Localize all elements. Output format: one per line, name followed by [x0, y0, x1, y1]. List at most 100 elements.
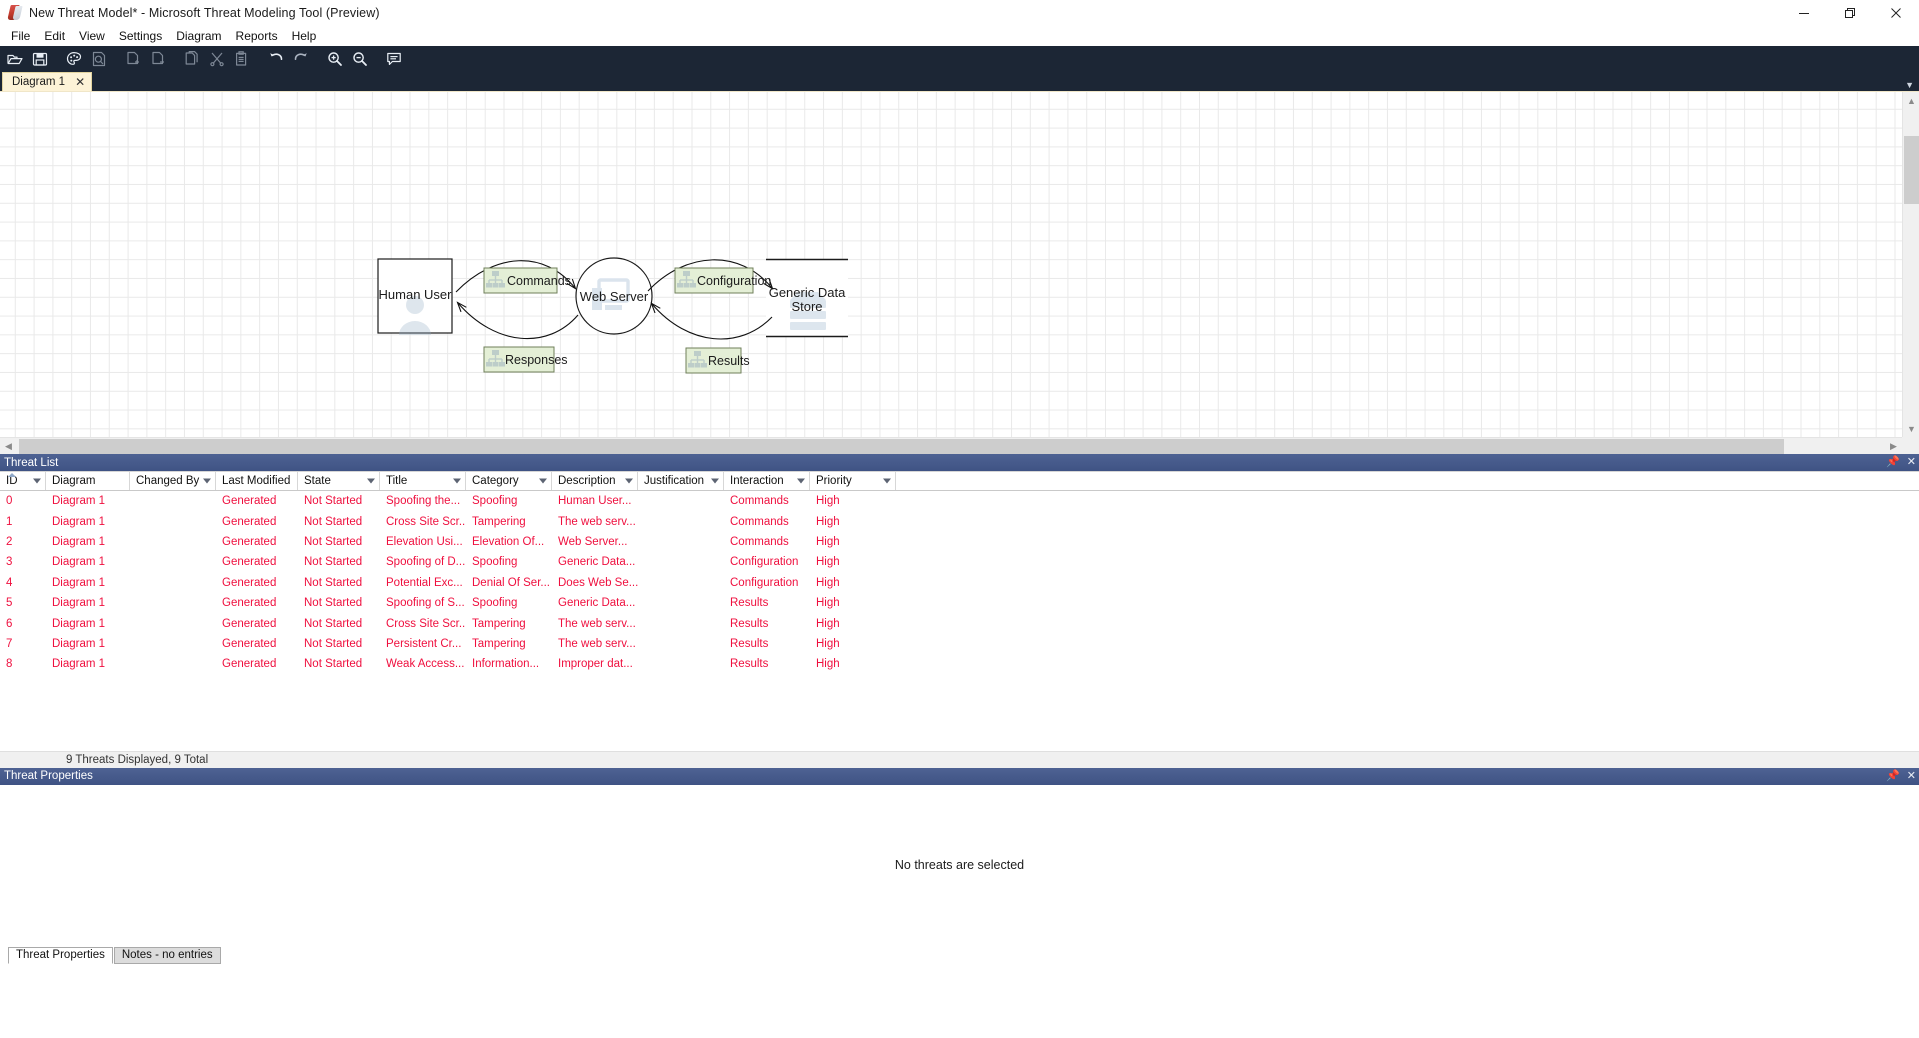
column-header-changed_by[interactable]: Changed By — [130, 472, 216, 490]
dataflow-label-commands[interactable]: Commands — [483, 267, 571, 294]
column-header-justification[interactable]: Justification — [638, 472, 724, 490]
copy-diagram-icon[interactable] — [180, 47, 204, 71]
filter-dropdown-icon[interactable] — [797, 478, 805, 484]
diagram-node-generic-data-store[interactable]: Generic Data Store — [766, 258, 848, 338]
threat-list-status: 9 Threats Displayed, 9 Total — [0, 750, 1919, 768]
column-header-category[interactable]: Category — [466, 472, 552, 490]
column-header-description[interactable]: Description — [552, 472, 638, 490]
diagram-node-web-server[interactable]: Web Server — [575, 257, 653, 335]
cell-title: Cross Site Scr... — [386, 617, 466, 630]
open-folder-icon[interactable] — [3, 47, 27, 71]
tab-diagram-1[interactable]: Diagram 1 ✕ — [2, 72, 93, 91]
add-diagram-icon[interactable] — [121, 47, 145, 71]
filter-dropdown-icon[interactable] — [711, 478, 719, 484]
filter-dropdown-icon[interactable] — [539, 478, 547, 484]
column-header-label: Justification — [644, 475, 705, 487]
preview-report-icon[interactable] — [87, 47, 111, 71]
horizontal-scrollbar-thumb[interactable] — [19, 439, 1784, 454]
menu-help[interactable]: Help — [291, 28, 317, 43]
scroll-left-arrow-icon[interactable]: ◀ — [5, 441, 12, 451]
paste-icon[interactable] — [230, 47, 254, 71]
menu-view[interactable]: View — [79, 28, 105, 43]
tab-close-icon[interactable]: ✕ — [75, 75, 86, 89]
column-header-priority[interactable]: Priority — [810, 472, 896, 490]
filter-dropdown-icon[interactable] — [33, 478, 41, 484]
tabstrip-overflow-chevron-down-icon[interactable]: ▼ — [1905, 80, 1914, 90]
menu-reports[interactable]: Reports — [235, 28, 278, 43]
cell-id: 3 — [6, 556, 13, 569]
node-label-web-server: Web Server — [580, 289, 649, 304]
column-header-last_modified[interactable]: Last Modified — [216, 472, 298, 490]
close-icon[interactable]: ✕ — [1906, 456, 1916, 468]
dataflow-label-results[interactable]: Results — [685, 347, 750, 374]
zoom-in-icon[interactable] — [323, 47, 347, 71]
pin-icon[interactable]: 📌 — [1886, 769, 1900, 782]
cell-justification — [638, 613, 724, 633]
scroll-right-arrow-icon[interactable]: ▶ — [1890, 441, 1897, 451]
dataflow-label-configuration[interactable]: Configuration — [674, 267, 771, 294]
maximize-restore-button[interactable] — [1827, 0, 1873, 26]
dataflow-arrow-results[interactable] — [652, 304, 773, 340]
diagram-canvas[interactable]: Human User Web Server — [0, 92, 1902, 437]
filter-dropdown-icon[interactable] — [453, 478, 461, 484]
dataflow-arrow-configuration[interactable] — [647, 259, 772, 292]
cell-id: 8 — [6, 658, 13, 671]
save-icon[interactable] — [28, 47, 52, 71]
cell-last_modified: Generated — [222, 535, 277, 548]
scroll-down-arrow-icon[interactable]: ▼ — [1907, 423, 1916, 434]
zoom-out-icon[interactable] — [348, 47, 372, 71]
cell-last_modified: Generated — [222, 556, 277, 569]
diagram-vertical-scrollbar[interactable]: ▲ ▼ — [1902, 92, 1919, 437]
add-note-icon[interactable] — [382, 47, 406, 71]
remove-diagram-icon[interactable] — [146, 47, 170, 71]
menu-settings[interactable]: Settings — [118, 28, 163, 43]
cell-interaction: Results — [730, 597, 769, 610]
vertical-scrollbar-thumb[interactable] — [1904, 136, 1919, 204]
diagram-node-human-user[interactable]: Human User — [377, 258, 453, 335]
undo-icon[interactable] — [264, 47, 288, 71]
scroll-up-arrow-icon[interactable]: ▲ — [1907, 95, 1916, 106]
column-header-diagram[interactable]: Diagram — [46, 472, 130, 490]
pin-icon[interactable]: 📌 — [1886, 456, 1900, 468]
palette-icon[interactable] — [62, 47, 86, 71]
tab-threat-properties[interactable]: Threat Properties — [8, 946, 113, 964]
dataflow-label-responses[interactable]: Responses — [483, 346, 568, 373]
cell-title: Spoofing the... — [386, 495, 461, 508]
menu-edit[interactable]: Edit — [44, 28, 66, 43]
filter-dropdown-icon[interactable] — [883, 478, 891, 484]
dataflow-arrow-commands[interactable] — [455, 260, 575, 293]
dataflow-arrow-responses[interactable] — [458, 303, 579, 340]
menu-diagram[interactable]: Diagram — [176, 28, 222, 43]
filter-dropdown-icon[interactable] — [625, 478, 633, 484]
menu-file[interactable]: File — [11, 28, 31, 43]
column-header-state[interactable]: State — [298, 472, 380, 490]
cell-description: The web serv... — [558, 515, 636, 528]
close-button[interactable] — [1873, 0, 1919, 26]
close-icon[interactable]: ✕ — [1906, 769, 1916, 782]
minimize-button[interactable] — [1781, 0, 1827, 26]
filter-dropdown-icon[interactable] — [367, 478, 375, 484]
filter-dropdown-icon[interactable] — [203, 478, 211, 484]
diagram-canvas-container: Human User Web Server — [0, 91, 1919, 454]
tab-notes[interactable]: Notes - no entries — [113, 946, 221, 964]
cell-title: Potential Exc... — [386, 576, 463, 589]
column-header-id[interactable]: ID — [0, 472, 46, 490]
cell-priority: High — [816, 515, 840, 528]
network-icon — [486, 271, 505, 288]
column-header-interaction[interactable]: Interaction — [724, 472, 810, 490]
redo-icon[interactable] — [289, 47, 313, 71]
column-header-title[interactable]: Title — [380, 472, 466, 490]
diagram-horizontal-scrollbar[interactable]: ◀ ▶ — [0, 437, 1902, 454]
cut-icon[interactable] — [205, 47, 229, 71]
